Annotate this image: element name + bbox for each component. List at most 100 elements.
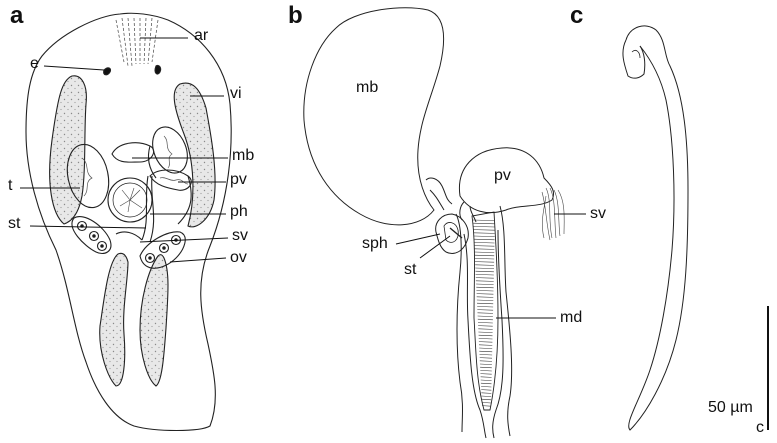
label-b-st: st: [404, 261, 417, 278]
label-a-ov: ov: [230, 249, 247, 266]
pharynx: [107, 177, 153, 223]
label-a-mb: mb: [232, 147, 255, 164]
panel-a-drawing: [25, 12, 232, 431]
prostatic-vesicle-b: [458, 147, 555, 214]
duct-striation: [477, 312, 494, 314]
duct-striation: [481, 395, 492, 397]
duct-striation: [474, 258, 495, 260]
duct-striation: [480, 366, 492, 369]
duct-striation: [473, 235, 495, 237]
label-a-t: t: [8, 177, 13, 194]
duct-striation: [480, 370, 492, 372]
muscular-duct-ridges: [471, 211, 499, 411]
duct-striation: [479, 357, 493, 359]
duct-striation: [480, 373, 492, 375]
panel-letter-a: a: [10, 2, 24, 29]
duct-striation: [479, 354, 493, 356]
duct-striation: [475, 274, 494, 276]
ovary-right: [139, 231, 186, 269]
duct-striation: [480, 379, 492, 381]
duct-striation: [481, 405, 492, 407]
vitellarium-left: [49, 75, 87, 225]
label-a-st: st: [8, 215, 21, 232]
duct-striation: [474, 248, 495, 250]
duct-striation: [473, 229, 495, 231]
panel-c-drawing: [622, 25, 689, 431]
ovary-left: [71, 216, 112, 255]
duct-striation: [476, 299, 494, 301]
duct-striation: [481, 389, 492, 391]
label-a-pv: pv: [230, 171, 247, 188]
duct-striation: [478, 338, 493, 340]
anterior-region: [115, 17, 159, 67]
stylet-c: [625, 25, 689, 431]
muscular-duct-outer-left: [455, 213, 463, 433]
label-a-ar: ar: [194, 27, 209, 44]
muscular-duct-striations: [472, 219, 496, 407]
eye-left: [103, 67, 112, 76]
duct-striation: [479, 360, 493, 362]
duct-striation: [476, 296, 494, 298]
duct-striation: [477, 315, 493, 317]
duct-striation: [477, 306, 494, 308]
testis-left: [66, 143, 110, 209]
duct-striation: [475, 270, 494, 273]
male-bursa: [111, 142, 155, 163]
label-a-ph: ph: [230, 203, 248, 220]
duct-striation: [474, 261, 495, 263]
panel-a-leaders: [20, 37, 229, 263]
label-b-mb: mb: [356, 79, 379, 96]
duct-striation: [480, 382, 492, 385]
duct-striation: [478, 344, 493, 346]
duct-striation: [481, 402, 492, 404]
muscular-duct-outer-right: [499, 205, 513, 437]
duct-striation: [474, 254, 495, 257]
panel-letter-b: b: [288, 2, 303, 29]
duct-striation: [475, 277, 494, 279]
vitellarium-right: [173, 82, 216, 228]
duct-striation: [474, 245, 495, 247]
duct-striation: [479, 363, 492, 365]
duct-striation: [481, 392, 492, 394]
duct-striation: [481, 386, 492, 388]
duct-striation: [474, 242, 495, 244]
vitellarium-right-post: [139, 254, 169, 387]
duct-striation: [478, 341, 493, 343]
duct-striation: [477, 322, 493, 324]
label-a-sv: sv: [232, 227, 248, 244]
duct-striation: [478, 331, 493, 333]
body-outline: [25, 12, 232, 431]
duct-striation: [473, 222, 495, 225]
scale-bar-value: 50 µm: [708, 399, 753, 416]
duct-striation: [475, 267, 495, 269]
duct-striation: [481, 398, 492, 401]
duct-striation: [476, 302, 494, 305]
label-a-vi: vi: [230, 85, 242, 102]
duct-striation: [476, 290, 494, 292]
duct-striation: [476, 293, 494, 295]
duct-striation: [473, 238, 495, 241]
sclerotized-part: [435, 213, 469, 254]
duct-striation: [474, 251, 495, 253]
duct-striation: [473, 232, 495, 234]
label-b-md: md: [560, 309, 583, 326]
duct-striation: [479, 347, 493, 349]
eye-right: [154, 64, 162, 75]
label-b-sph: sph: [362, 235, 388, 252]
duct-striation: [473, 226, 495, 228]
panel-b-leaders: [395, 213, 586, 319]
label-a-e: e: [30, 55, 39, 72]
prostatic-vesicle: [149, 169, 192, 191]
duct-striation: [476, 286, 494, 289]
duct-striation: [475, 280, 494, 282]
duct-striation: [477, 309, 494, 311]
panel-b-drawing: [303, 7, 565, 439]
vitellarium-left-post: [99, 252, 129, 387]
seminal-vesicle-b: [541, 187, 565, 241]
panel-letter-c: c: [570, 2, 584, 29]
duct-striation: [475, 264, 495, 266]
scale-bar-panel: c: [756, 419, 764, 436]
male-bursa-b: [303, 7, 445, 226]
duct-striation: [476, 283, 494, 285]
duct-striation: [477, 318, 493, 321]
